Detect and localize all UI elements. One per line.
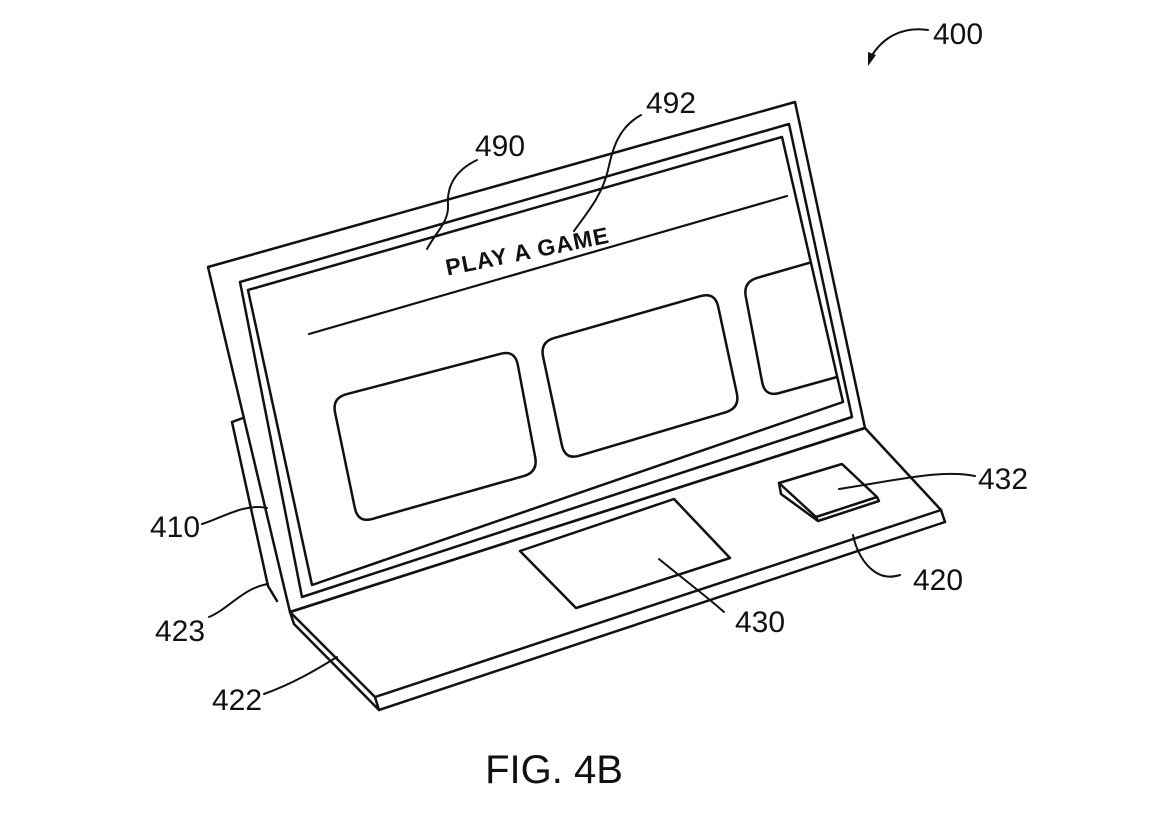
leader-lines	[201, 28, 976, 695]
display-bezel-frame	[238, 122, 854, 599]
leader-line-420	[852, 534, 901, 578]
display-outer-frame	[206, 100, 867, 614]
arrowhead-400	[868, 52, 876, 66]
menu-bar-separator	[307, 194, 789, 336]
game-tile-2	[541, 293, 739, 458]
ref-label-400: 400	[933, 18, 983, 51]
ref-label-490: 490	[475, 130, 525, 163]
game-tiles	[333, 233, 843, 522]
base-back-corner-edge	[288, 610, 296, 626]
base-front-corner-edge	[373, 695, 381, 712]
leader-line-400	[870, 28, 929, 58]
leader-line-492	[573, 114, 642, 232]
leader-line-422	[263, 656, 338, 695]
button	[777, 462, 881, 523]
ref-label-432: 432	[978, 463, 1028, 496]
support-strip	[230, 416, 279, 603]
ref-label-420: 420	[913, 564, 963, 597]
leader-line-490	[426, 159, 478, 250]
display-screen-edge	[246, 135, 845, 587]
figure-caption: FIG. 4B	[485, 748, 623, 792]
base-deck	[288, 426, 947, 712]
button-top-face	[777, 462, 879, 519]
game-tile-3	[744, 233, 843, 396]
leader-line-423	[208, 583, 269, 618]
display-panel	[206, 100, 867, 614]
base-top-face	[288, 426, 943, 699]
ref-label-492: 492	[646, 87, 696, 120]
leader-line-432	[838, 472, 976, 490]
leader-line-430	[658, 558, 725, 613]
leader-line-410	[201, 506, 268, 525]
ref-label-422: 422	[212, 684, 262, 717]
ref-label-423: 423	[155, 615, 205, 648]
ref-label-430: 430	[735, 606, 785, 639]
touchpad	[518, 497, 732, 610]
reference-numerals: 400 490 492 410 423 422 430 420 432	[150, 18, 1028, 717]
base-right-corner-edge	[939, 508, 947, 524]
button-side-faces	[777, 481, 881, 523]
game-tile-1	[333, 351, 537, 522]
ref-label-410: 410	[150, 511, 200, 544]
